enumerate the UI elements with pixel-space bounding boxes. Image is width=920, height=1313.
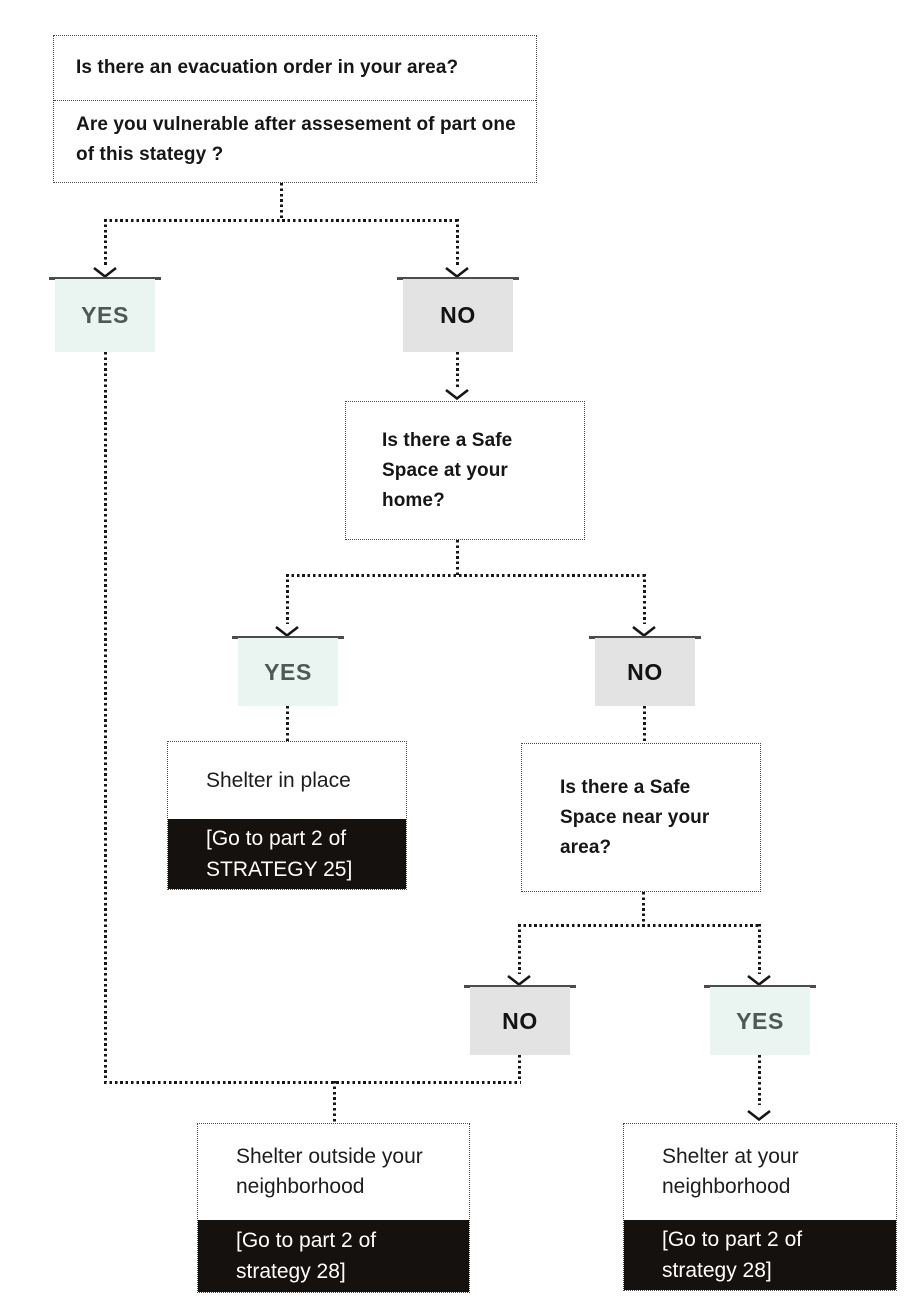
decision-yes-safe-near: YES	[710, 987, 810, 1055]
no-label: NO	[627, 658, 663, 685]
outcome-title-text: Shelter in place	[206, 768, 351, 792]
decision-yes-safe-home: YES	[238, 638, 338, 706]
outcome-shelter-in-place-title: Shelter in place	[168, 742, 406, 819]
connector-level2-right	[643, 574, 646, 624]
no1-top-bar	[397, 277, 519, 280]
arrow-down-icon	[445, 266, 469, 279]
outcome-shelter-outside-title: Shelter outside your neighborhood	[198, 1124, 469, 1220]
connector-level2-left	[286, 574, 289, 624]
outcome-action-text: [Go to part 2 of strategy 28]	[236, 1229, 377, 1283]
arrow-down-icon	[747, 974, 771, 987]
arrow-down-icon	[747, 1109, 771, 1122]
outcome-shelter-outside: Shelter outside your neighborhood [Go to…	[197, 1123, 470, 1293]
question-vulnerable: Are you vulnerable after assesement of p…	[54, 100, 536, 180]
connector-merge	[104, 1081, 521, 1084]
question-group-box: Is there an evacuation order in your are…	[53, 35, 537, 183]
no-label: NO	[440, 302, 476, 328]
outcome-shelter-at-neighborhood-title: Shelter at your neighborhood	[624, 1124, 896, 1220]
connector-level1-left	[104, 219, 107, 267]
connector-level3-branch	[518, 924, 760, 927]
connector-level3-right	[758, 924, 761, 974]
decision-no-evacuation: NO	[403, 279, 513, 352]
connector-yes3-stem	[758, 1055, 761, 1105]
connector-safe-home-stem	[456, 540, 459, 575]
yes1-top-bar	[49, 277, 161, 280]
connector-no3-stem	[518, 1055, 521, 1082]
outcome-shelter-at-neighborhood: Shelter at your neighborhood [Go to part…	[623, 1123, 897, 1291]
connector-yes2-shelter	[286, 706, 289, 741]
no2-top-bar	[589, 636, 701, 639]
connector-no2-safe-near	[643, 706, 646, 743]
outcome-shelter-in-place: Shelter in place [Go to part 2 of STRATE…	[167, 741, 407, 890]
outcome-shelter-in-place-action: [Go to part 2 of STRATEGY 25]	[168, 819, 406, 889]
outcome-title-text: Shelter outside your neighborhood	[236, 1145, 423, 1198]
connector-merge-stem	[333, 1081, 336, 1123]
connector-yes1-long	[104, 352, 107, 1082]
decision-no-safe-home: NO	[595, 638, 695, 706]
arrow-down-icon	[445, 388, 469, 401]
question-safe-space-near-text: Is there a Safe Space near your area?	[560, 776, 710, 858]
question-vulnerable-text: Are you vulnerable after assesement of p…	[76, 114, 516, 165]
yes-label: YES	[736, 1007, 784, 1034]
question-safe-space-home: Is there a Safe Space at your home?	[345, 401, 585, 540]
yes2-top-bar	[232, 636, 344, 639]
connector-level1-right	[456, 219, 459, 267]
yes-label: YES	[264, 658, 312, 685]
outcome-action-text: [Go to part 2 of strategy 28]	[662, 1228, 803, 1282]
outcome-title-text: Shelter at your neighborhood	[662, 1145, 799, 1198]
decision-no-safe-near: NO	[470, 987, 570, 1055]
outcome-shelter-at-neighborhood-action: [Go to part 2 of strategy 28]	[624, 1220, 896, 1290]
arrow-down-icon	[632, 625, 656, 638]
outcome-shelter-outside-action: [Go to part 2 of strategy 28]	[198, 1220, 469, 1292]
decision-yes-evacuation: YES	[55, 279, 155, 352]
connector-safe-near-stem	[642, 892, 645, 925]
yes3-top-bar	[704, 985, 816, 988]
arrow-down-icon	[275, 625, 299, 638]
connector-no1-stem	[456, 352, 459, 389]
arrow-down-icon	[93, 266, 117, 279]
question-safe-space-home-text: Is there a Safe Space at your home?	[382, 429, 513, 511]
outcome-action-text: [Go to part 2 of STRATEGY 25]	[206, 827, 353, 881]
yes-label: YES	[81, 302, 129, 328]
arrow-down-icon	[507, 974, 531, 987]
connector-root-stem	[280, 183, 283, 220]
connector-level1-branch	[104, 219, 459, 222]
connector-level3-left	[518, 924, 521, 974]
no-label: NO	[502, 1007, 538, 1034]
question-evacuation-order-text: Is there an evacuation order in your are…	[76, 57, 459, 78]
question-evacuation-order: Is there an evacuation order in your are…	[54, 36, 536, 100]
question-safe-space-near: Is there a Safe Space near your area?	[521, 743, 761, 892]
connector-level2-branch	[286, 574, 645, 577]
no3-top-bar	[464, 985, 576, 988]
